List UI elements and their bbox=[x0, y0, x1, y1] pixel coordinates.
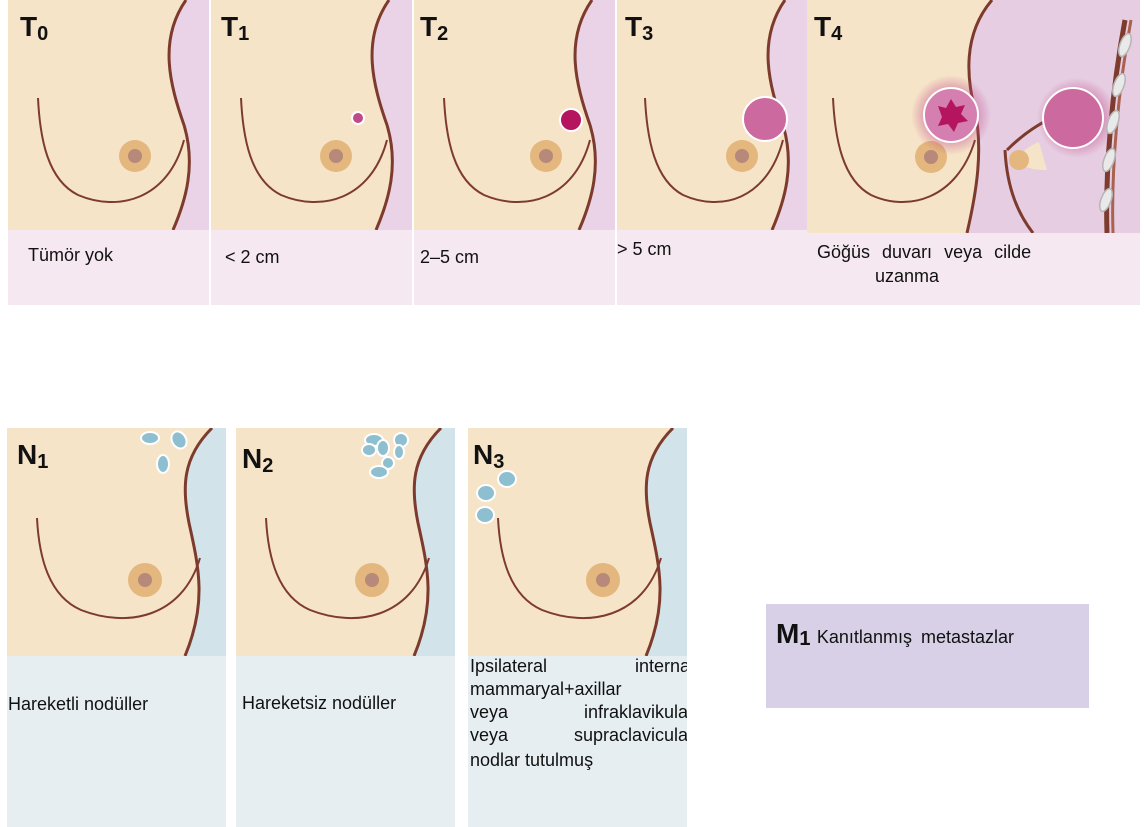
caption-t0: Tümör yok bbox=[28, 244, 113, 266]
stage-t0-panel: T0 Tümör yok bbox=[8, 0, 209, 305]
stage-label-t1: T1 bbox=[221, 12, 249, 49]
stage-n3-panel: N3 Ipsilateral internal mammaryal+axilla… bbox=[468, 428, 687, 827]
caption-n2: Hareketsiz nodüller bbox=[242, 692, 396, 714]
breast-illustration-t4 bbox=[807, 0, 1140, 233]
caption-t3: > 5 cm bbox=[617, 238, 672, 260]
stage-t3-panel: T3 > 5 cm bbox=[617, 0, 807, 305]
tumor-medium bbox=[560, 109, 582, 131]
caption-n1: Hareketli nodüller bbox=[8, 693, 148, 715]
stage-t4-panel: T4 Göğüs duvarı veya cilde uzanma bbox=[807, 0, 1140, 305]
metastasis-label: M1 Kanıtlanmış metastazlar bbox=[776, 618, 1014, 651]
metastasis-letter: M bbox=[776, 618, 799, 649]
stage-t2-panel: T2 2–5 cm bbox=[414, 0, 615, 305]
stage-n1-panel: N1 Hareketli nodüller bbox=[7, 428, 226, 827]
caption-n3: Ipsilateral internal mammaryal+axillar v… bbox=[470, 655, 687, 772]
stage-label-n2: N2 bbox=[242, 444, 273, 481]
caption-n3-line2: mammaryal+axillar bbox=[470, 678, 687, 701]
tumor-small bbox=[352, 112, 364, 124]
caption-n3-line4: veya supraclavicular bbox=[470, 724, 687, 747]
tumor-large bbox=[743, 97, 787, 141]
caption-t4-line1: Göğüs duvarı veya cilde bbox=[817, 241, 1031, 263]
metastasis-box: M1 Kanıtlanmış metastazlar bbox=[766, 604, 1089, 708]
stage-t1-panel: T1 < 2 cm bbox=[211, 0, 412, 305]
stage-label-n1: N1 bbox=[17, 440, 48, 477]
caption-n3-line3: veya infraklavikular bbox=[470, 701, 687, 724]
stage-label-t0: T0 bbox=[20, 12, 48, 49]
caption-t1: < 2 cm bbox=[225, 246, 280, 268]
caption-box-t0 bbox=[8, 230, 209, 305]
tumor-chest-wall bbox=[1043, 88, 1103, 148]
stage-label-t2: T2 bbox=[420, 12, 448, 49]
stage-label-t3: T3 bbox=[625, 12, 653, 49]
caption-n3-line1: Ipsilateral internal bbox=[470, 655, 687, 678]
caption-t2: 2–5 cm bbox=[420, 246, 479, 268]
metastasis-caption: Kanıtlanmış metastazlar bbox=[817, 627, 1014, 647]
caption-t4-line2: uzanma bbox=[875, 265, 939, 287]
caption-n3-line5: nodlar tutulmuş bbox=[470, 749, 687, 772]
stage-n2-panel: N2 Hareketsiz nodüller bbox=[236, 428, 455, 827]
metastasis-index: 1 bbox=[799, 628, 810, 650]
stage-label-t4: T4 bbox=[814, 12, 842, 49]
stage-label-n3: N3 bbox=[473, 440, 504, 477]
caption-box-n1 bbox=[7, 656, 226, 827]
caption-box-n2 bbox=[236, 656, 455, 827]
